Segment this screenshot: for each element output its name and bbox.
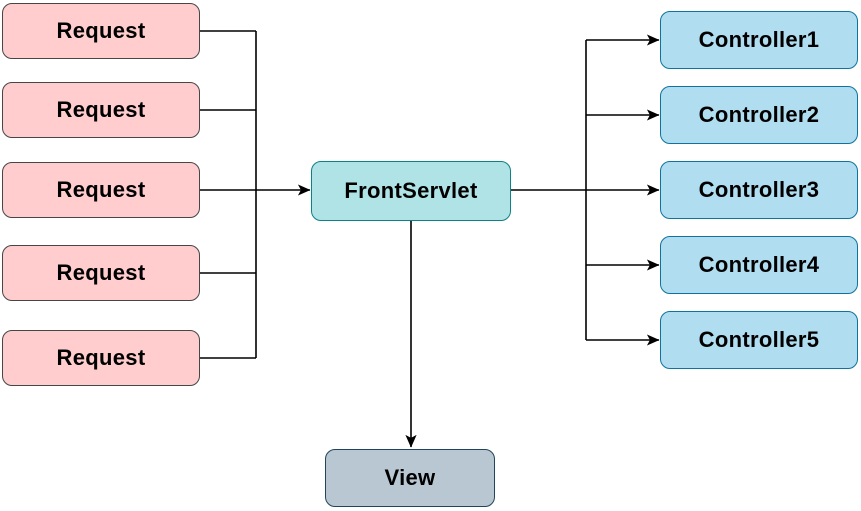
controller-node-1-label: Controller1 bbox=[698, 27, 820, 52]
controller-node-2-label: Controller2 bbox=[698, 102, 820, 127]
front-servlet-node: FrontServlet bbox=[311, 161, 511, 221]
controller-node-5-label: Controller5 bbox=[698, 327, 820, 352]
request-node-5-label: Request bbox=[56, 345, 146, 370]
view-node: View bbox=[325, 449, 495, 507]
request-node-4-label: Request bbox=[56, 260, 146, 285]
controller-node-1: Controller1 bbox=[660, 11, 858, 69]
request-node-2: Request bbox=[2, 82, 200, 138]
controller-node-3-label: Controller3 bbox=[698, 177, 820, 202]
request-node-5: Request bbox=[2, 330, 200, 386]
controller-node-3: Controller3 bbox=[660, 161, 858, 219]
front-servlet-label: FrontServlet bbox=[344, 178, 478, 203]
request-node-4: Request bbox=[2, 245, 200, 301]
controller-node-4-label: Controller4 bbox=[698, 252, 820, 277]
controller-node-4: Controller4 bbox=[660, 236, 858, 294]
controller-node-5: Controller5 bbox=[660, 311, 858, 369]
request-node-1: Request bbox=[2, 3, 200, 59]
view-node-label: View bbox=[384, 465, 436, 490]
request-node-2-label: Request bbox=[56, 97, 146, 122]
request-node-3: Request bbox=[2, 162, 200, 218]
request-node-3-label: Request bbox=[56, 177, 146, 202]
controller-node-2: Controller2 bbox=[660, 86, 858, 144]
request-node-1-label: Request bbox=[56, 18, 146, 43]
